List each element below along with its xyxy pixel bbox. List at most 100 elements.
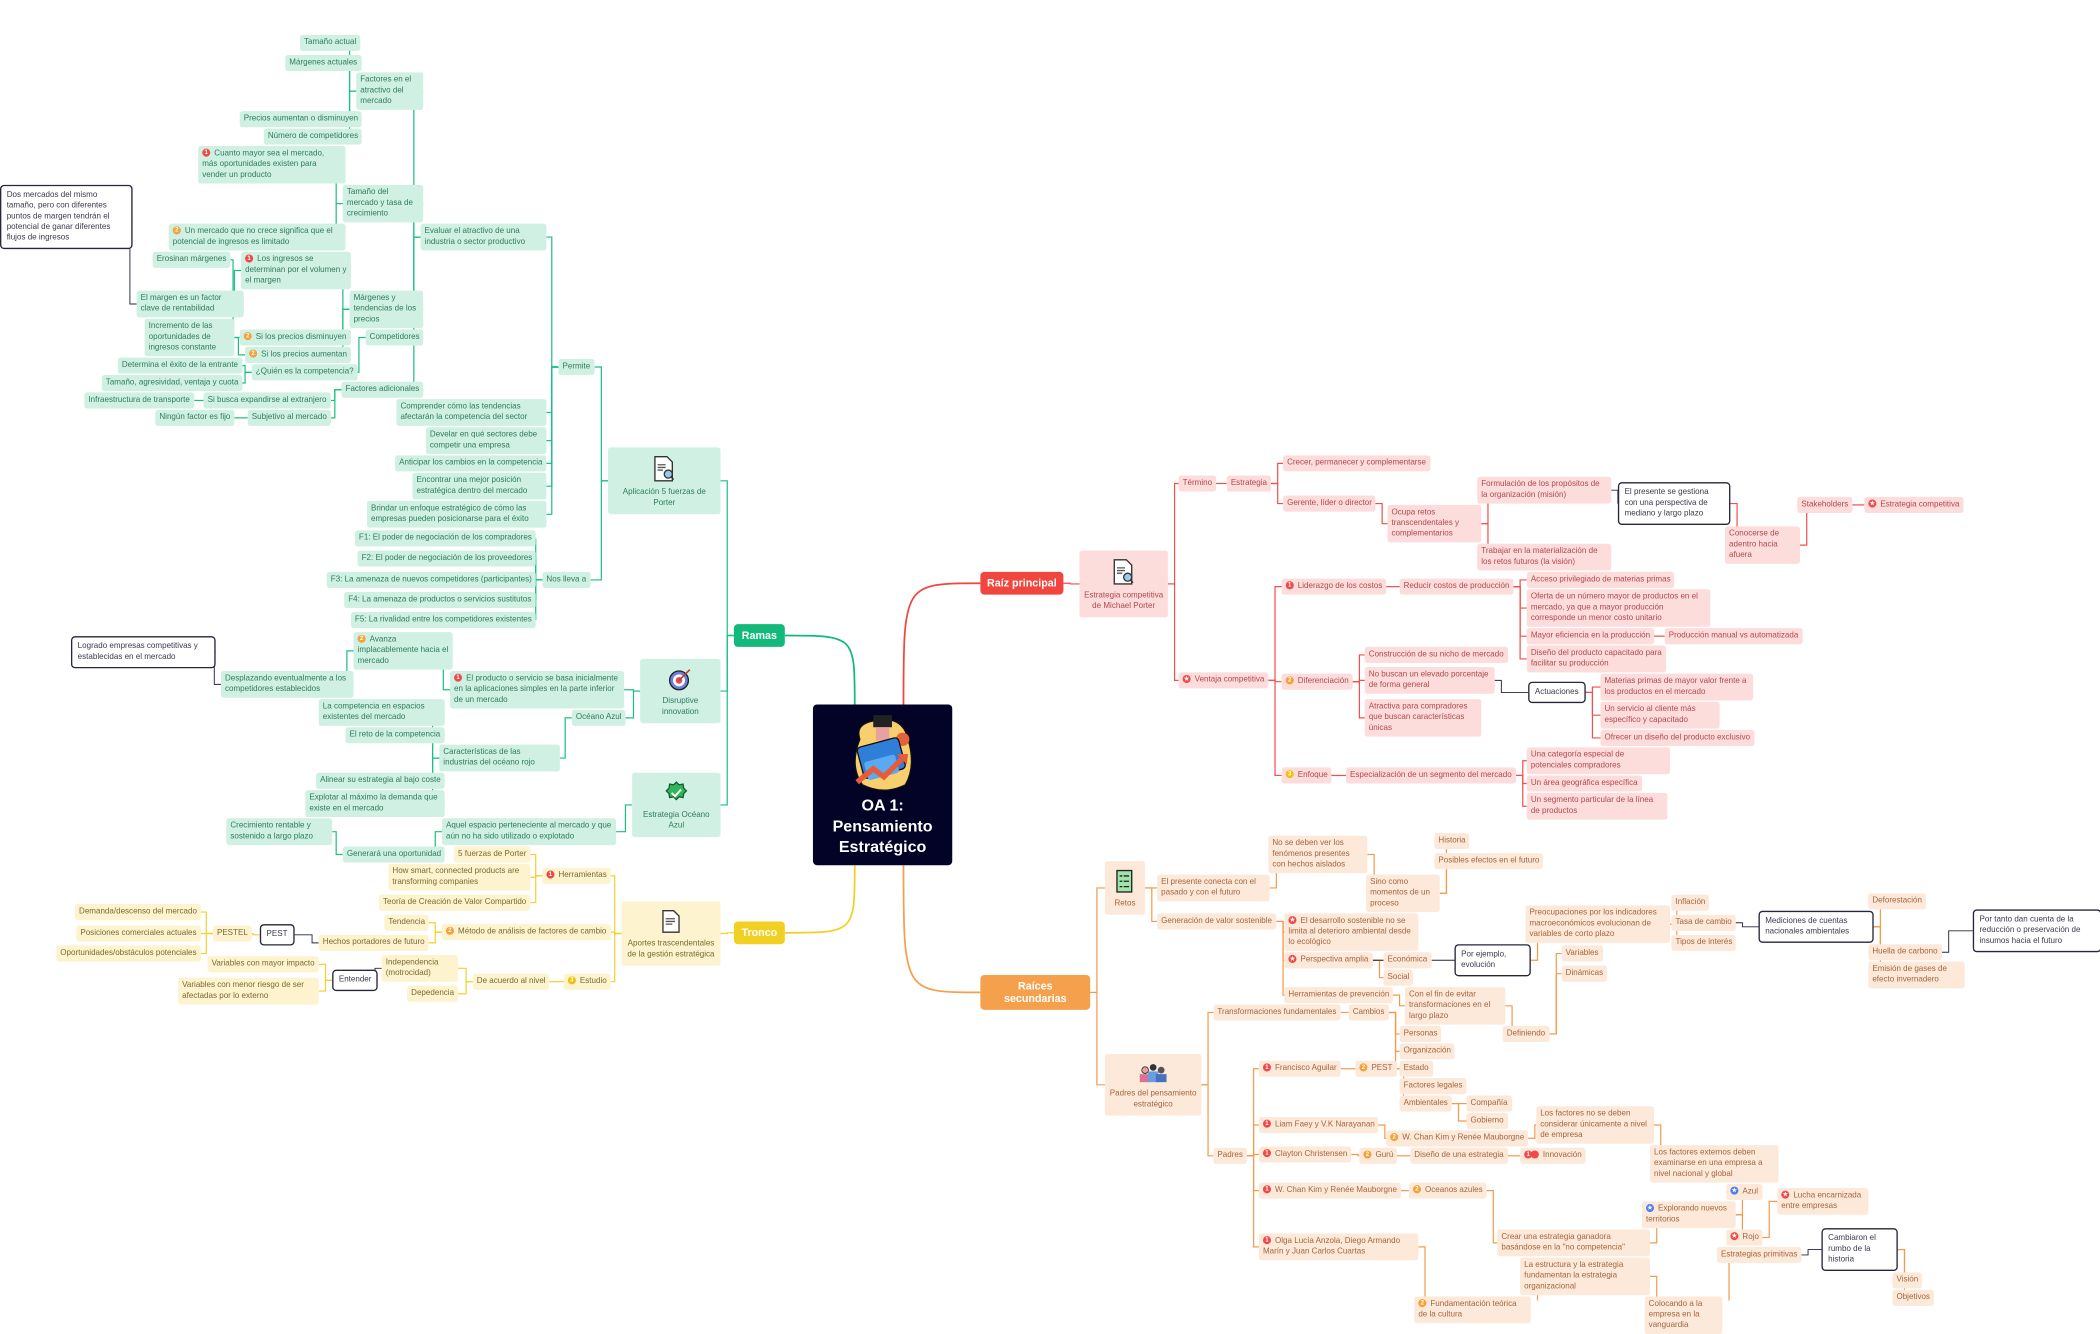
topic-node[interactable]: Ningún factor es fijo bbox=[155, 409, 235, 427]
topic-node[interactable]: Los factores no se deben considerar únic… bbox=[1536, 1106, 1655, 1145]
topic-node[interactable]: Explotar al máximo la demanda que existe… bbox=[305, 790, 445, 818]
topic-node[interactable]: Permite bbox=[558, 358, 595, 376]
topic-node[interactable]: Reducir costos de producción bbox=[1399, 578, 1514, 595]
topic-node[interactable]: Precios aumentan o disminuyen bbox=[239, 111, 363, 128]
topic-node[interactable]: Márgenes y tendencias de los precios bbox=[349, 290, 424, 329]
topic-node[interactable]: El presente conecta con el pasado y con … bbox=[1157, 874, 1270, 902]
topic-node[interactable]: Competidores bbox=[365, 329, 424, 346]
topic-node[interactable]: Organización bbox=[1399, 1043, 1455, 1060]
subtopic-node[interactable]: Padres del pensamiento estratégico bbox=[1104, 1054, 1202, 1116]
topic-node[interactable]: F5: La rivalidad entre los competidores … bbox=[350, 612, 536, 629]
topic-node[interactable]: Tendencia bbox=[384, 914, 430, 931]
summary-node[interactable]: PEST bbox=[259, 924, 295, 946]
topic-node[interactable]: Encontrar una mejor posición estratégica… bbox=[412, 472, 547, 500]
topic-node[interactable]: Demanda/descenso del mercado bbox=[75, 904, 201, 921]
topic-node[interactable]: El margen es un factor clave de rentabil… bbox=[136, 290, 244, 318]
topic-node[interactable]: Atractiva para compradores que buscan ca… bbox=[1364, 699, 1482, 737]
topic-node[interactable]: Factores en el atractivo del mercado bbox=[356, 72, 424, 111]
topic-node[interactable]: Producción manual vs automatizada bbox=[1664, 628, 1803, 645]
topic-node[interactable]: Tasa de cambio bbox=[1671, 914, 1736, 931]
topic-node[interactable]: Transformaciones fundamentales bbox=[1213, 1004, 1341, 1021]
summary-node[interactable]: Entender bbox=[332, 969, 379, 992]
topic-node[interactable]: Un servicio al cliente más específico y … bbox=[1600, 701, 1720, 729]
topic-node[interactable]: La competencia en espacios existentes de… bbox=[318, 699, 445, 727]
topic-node[interactable]: Crecimiento rentable y sostenido a largo… bbox=[226, 818, 333, 846]
topic-node[interactable]: Océano Azul bbox=[571, 709, 626, 727]
subtopic-node[interactable]: Estrategia Océano Azul bbox=[632, 772, 721, 838]
topic-node[interactable]: Deforestación bbox=[1868, 893, 1926, 910]
topic-node[interactable]: Oportunidades/obstáculos potenciales bbox=[56, 945, 201, 962]
summary-node[interactable]: Por tanto dan cuenta de la reducción o p… bbox=[1972, 909, 2100, 953]
topic-node[interactable]: ★Lucha encarnizada entre empresas bbox=[1777, 1187, 1869, 1215]
topic-node[interactable]: Variables con menor riesgo de ser afecta… bbox=[178, 977, 319, 1005]
topic-node[interactable]: Formulación de los propósitos de la orga… bbox=[1477, 476, 1612, 504]
branch-tronco[interactable]: Tronco bbox=[733, 921, 785, 945]
topic-node[interactable]: Mayor eficiencia en la producción bbox=[1526, 628, 1655, 645]
topic-node[interactable]: Objetivos bbox=[1892, 1289, 1934, 1306]
topic-node[interactable]: Gobierno bbox=[1466, 1112, 1508, 1130]
topic-node[interactable]: Subjetivo al mercado bbox=[247, 409, 331, 427]
topic-node[interactable]: Tamaño actual bbox=[300, 34, 361, 52]
topic-node[interactable]: F1: El poder de negociación de los compr… bbox=[354, 530, 536, 547]
subtopic-node[interactable]: Retos bbox=[1104, 861, 1146, 915]
topic-node[interactable]: Determina el éxito de la entrante bbox=[117, 357, 243, 374]
topic-node[interactable]: Construcción de su nicho de mercado bbox=[1364, 646, 1508, 664]
topic-node[interactable]: Depedencia bbox=[407, 985, 459, 1002]
topic-node[interactable]: Número de competidores bbox=[263, 128, 363, 145]
topic-node[interactable]: Variables con mayor impacto bbox=[207, 956, 319, 973]
summary-node[interactable]: Cambiaron el rumbo de la historia bbox=[1821, 1228, 1898, 1272]
topic-node[interactable]: Compañía bbox=[1466, 1095, 1512, 1112]
topic-node[interactable]: Padres bbox=[1213, 1147, 1247, 1164]
topic-node[interactable]: Dinámicas bbox=[1561, 965, 1608, 982]
topic-node[interactable]: Acceso privilegiado de materias primas bbox=[1526, 571, 1675, 589]
topic-node[interactable]: Crecer, permanecer y complementarse bbox=[1283, 455, 1430, 472]
topic-node[interactable]: Anticipar los cambios en la competencia bbox=[395, 455, 547, 472]
topic-node[interactable]: ★Azul bbox=[1726, 1183, 1763, 1201]
topic-node[interactable]: Erosinan márgenes bbox=[152, 251, 231, 268]
subtopic-node[interactable]: Disruptive innovation bbox=[640, 658, 721, 724]
topic-node[interactable]: Crear una estrategia ganadora basándose … bbox=[1497, 1229, 1651, 1257]
topic-node[interactable]: Si busca expandirse al extranjero bbox=[203, 392, 331, 409]
topic-node[interactable]: ★Estrategia competitiva bbox=[1864, 496, 1964, 514]
topic-node[interactable]: ★El desarrollo sostenible no se limita a… bbox=[1284, 913, 1419, 952]
topic-node[interactable]: Posiciones comerciales actuales bbox=[76, 925, 201, 942]
topic-node[interactable]: Un segmento particular de la línea de pr… bbox=[1526, 792, 1668, 820]
topic-node[interactable]: Conocerse de adentro hacia afuera bbox=[1725, 526, 1801, 565]
topic-node[interactable]: Estrategias primitivas bbox=[1716, 1246, 1802, 1264]
branch-raiz-principal[interactable]: Raíz principal bbox=[980, 571, 1064, 595]
topic-node[interactable]: Brindar un enfoque estratégico de cómo l… bbox=[366, 500, 547, 528]
topic-node[interactable]: Características de las industrias del oc… bbox=[439, 744, 560, 772]
topic-node[interactable]: Stakeholders bbox=[1797, 496, 1853, 514]
topic-node[interactable]: Personas bbox=[1399, 1025, 1442, 1043]
topic-node[interactable]: Aquel espacio perteneciente al mercado y… bbox=[441, 818, 617, 846]
topic-node[interactable]: How smart, connected products are transf… bbox=[388, 863, 531, 891]
summary-node[interactable]: Logrado empresas competitivas y establec… bbox=[70, 636, 216, 669]
topic-node[interactable]: Incremento de las oportunidades de ingre… bbox=[144, 318, 235, 357]
topic-node[interactable]: Término bbox=[1178, 475, 1217, 492]
topic-node[interactable]: Huella de carbono bbox=[1868, 944, 1942, 961]
topic-node[interactable]: Evaluar el atractivo de una industria o … bbox=[420, 223, 547, 251]
topic-node[interactable]: Sino como momentos de un proceso bbox=[1366, 874, 1440, 913]
topic-node[interactable]: Preocupaciones por los indicadores macro… bbox=[1525, 905, 1671, 944]
topic-node[interactable]: Los factores externos deben examinarse e… bbox=[1650, 1145, 1779, 1183]
topic-node[interactable]: ★Perspectiva amplia bbox=[1284, 952, 1373, 969]
topic-node[interactable]: Herramientas de prevención bbox=[1284, 987, 1394, 1004]
topic-node[interactable]: Factores adicionales bbox=[341, 381, 424, 398]
topic-node[interactable]: Infraestructura de transporte bbox=[84, 392, 194, 409]
topic-node[interactable]: De acuerdo al nivel bbox=[472, 973, 550, 990]
